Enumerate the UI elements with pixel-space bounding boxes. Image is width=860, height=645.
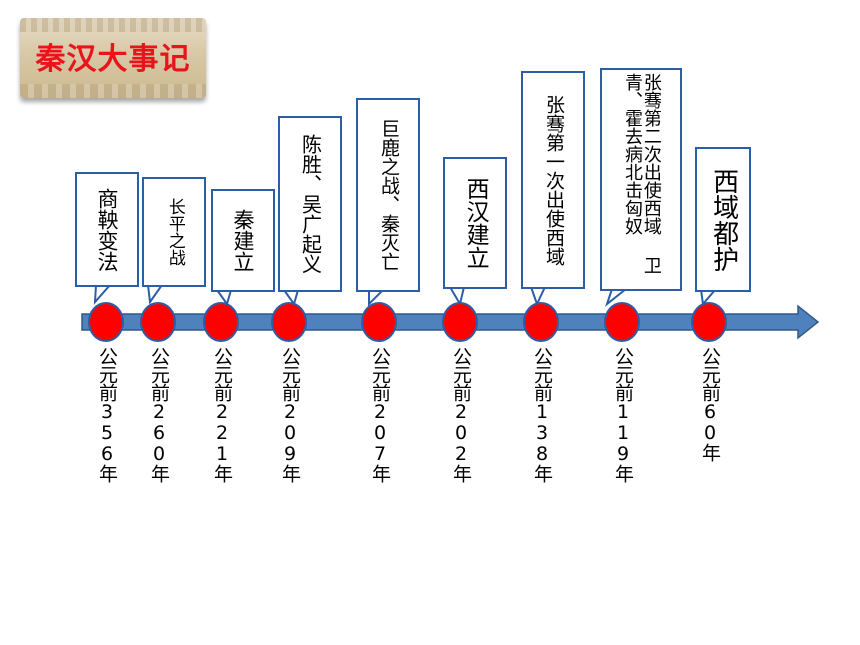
callout-pointer bbox=[699, 289, 718, 307]
event-box: 长平之战 bbox=[142, 177, 206, 287]
event-label: 长平之战 bbox=[164, 198, 185, 266]
callout-pointer bbox=[282, 289, 300, 307]
event-label: 秦建立 bbox=[231, 209, 256, 272]
event-label: 西域都护 bbox=[708, 167, 739, 272]
year-label: 公元前260年 bbox=[148, 347, 170, 482]
year-label: 公元前221年 bbox=[211, 347, 233, 482]
page-title: 秦汉大事记 bbox=[35, 42, 191, 77]
callout-pointer bbox=[448, 286, 466, 307]
event-label: 巨鹿之战、秦灭亡 bbox=[377, 119, 400, 271]
year-label: 公元前60年 bbox=[699, 347, 721, 461]
timeline-dot bbox=[604, 302, 640, 342]
callout-pointer bbox=[368, 289, 386, 307]
timeline-dot bbox=[140, 302, 176, 342]
callout-pointer bbox=[93, 284, 113, 305]
event-label: 陈胜、吴广起义 bbox=[298, 134, 323, 274]
year-label: 公元前138年 bbox=[531, 347, 553, 482]
timeline-dot bbox=[271, 302, 307, 342]
callout-pointer bbox=[215, 289, 233, 307]
event-label: 商鞅变法 bbox=[95, 187, 120, 272]
callout-pointer bbox=[529, 286, 547, 307]
callout-pointer bbox=[146, 284, 164, 305]
timeline-dot bbox=[361, 302, 397, 342]
year-label: 公元前356年 bbox=[96, 347, 118, 482]
year-label: 公元前207年 bbox=[369, 347, 391, 482]
year-label: 公元前119年 bbox=[612, 347, 634, 482]
year-label: 公元前209年 bbox=[279, 347, 301, 482]
event-box: 秦建立 bbox=[211, 189, 275, 292]
event-label: 张骞第二次出使西域 卫青、霍去病北击匈奴 bbox=[622, 73, 662, 274]
event-box: 西域都护 bbox=[695, 147, 751, 292]
timeline-dot bbox=[691, 302, 727, 342]
event-label: 西汉建立 bbox=[462, 177, 489, 269]
event-box: 张骞第一次出使西域 bbox=[521, 71, 585, 289]
event-box: 西汉建立 bbox=[443, 157, 507, 289]
event-label: 张骞第一次出使西域 bbox=[542, 94, 565, 266]
event-box: 张骞第二次出使西域 卫青、霍去病北击匈奴 bbox=[600, 68, 682, 291]
event-box: 巨鹿之战、秦灭亡 bbox=[356, 98, 420, 292]
year-label: 公元前202年 bbox=[450, 347, 472, 482]
timeline-dot bbox=[203, 302, 239, 342]
timeline-dot bbox=[442, 302, 478, 342]
timeline-dot bbox=[523, 302, 559, 342]
title-banner: 秦汉大事记 bbox=[20, 18, 206, 98]
event-box: 商鞅变法 bbox=[75, 172, 139, 287]
timeline-dot bbox=[88, 302, 124, 342]
callout-pointer bbox=[604, 288, 629, 307]
event-box: 陈胜、吴广起义 bbox=[278, 116, 342, 292]
